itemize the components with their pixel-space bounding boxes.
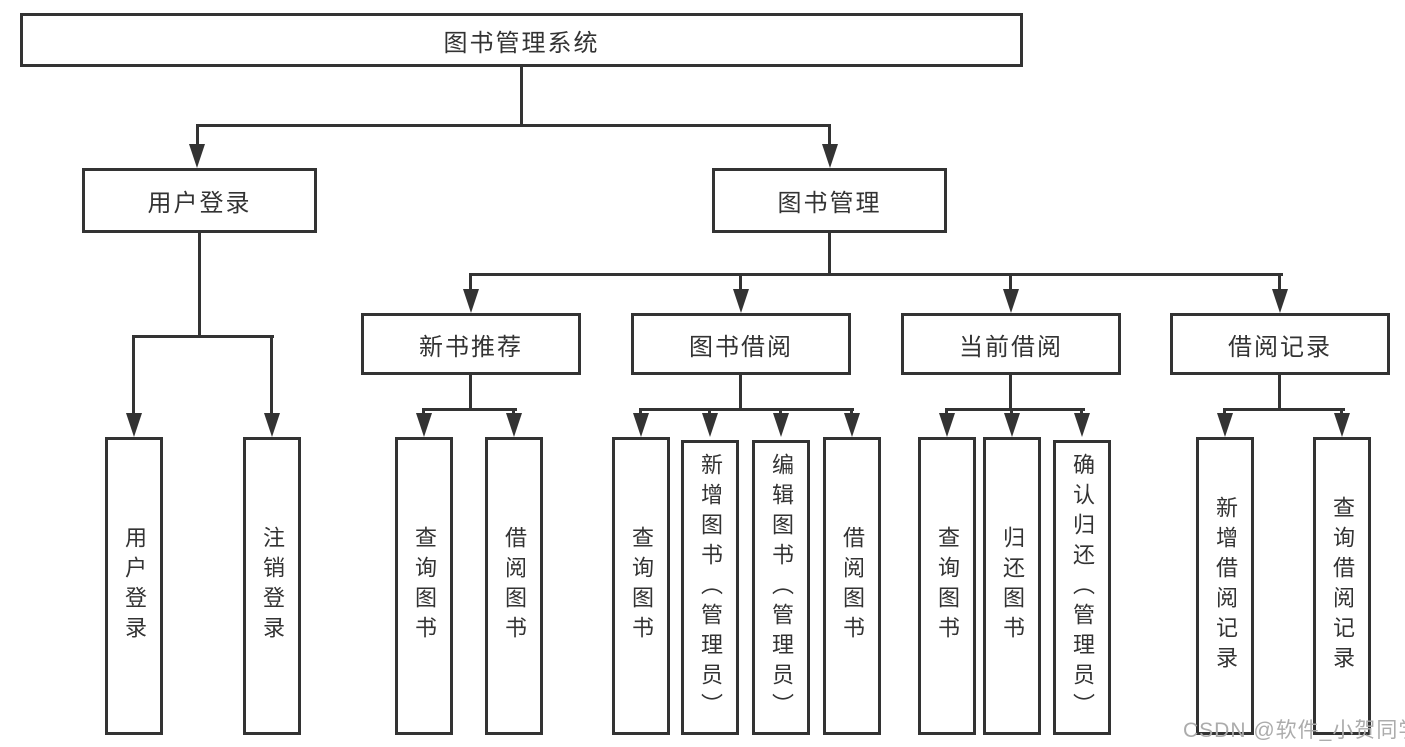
leaf-cb-return-book: 归还图书 — [983, 437, 1041, 735]
leaf-bb-add-book-admin-label: 新增图书（管理员） — [698, 452, 723, 723]
leaf-cb-confirm-return-admin: 确认归还（管理员） — [1053, 440, 1111, 735]
connector-leaf-logout-stem — [270, 335, 273, 415]
arrow-cb-child2 — [1004, 413, 1020, 437]
connector-borrow-stem — [739, 273, 742, 291]
connector-leaf-login-stem — [132, 335, 135, 415]
arrow-br-child2 — [1334, 413, 1350, 437]
node-new-book-rec: 新书推荐 — [361, 313, 581, 375]
arrow-bb-child3 — [773, 413, 789, 437]
arrow-to-borrow — [733, 289, 749, 313]
node-current-borrow-label: 当前借阅 — [959, 333, 1063, 361]
node-borrow-record-label: 借阅记录 — [1228, 333, 1332, 361]
node-book-mgmt-label: 图书管理 — [777, 190, 882, 217]
arrow-br-child1 — [1217, 413, 1233, 437]
connector-new-book-down — [469, 374, 472, 411]
connector-record-rail — [1224, 408, 1345, 411]
node-book-borrow-label: 图书借阅 — [689, 333, 793, 361]
arrow-bb-child1 — [633, 413, 649, 437]
leaf-br-add-record: 新增借阅记录 — [1196, 437, 1254, 735]
node-root-system-label: 图书管理系统 — [443, 29, 600, 57]
leaf-br-add-record-label: 新增借阅记录 — [1213, 496, 1238, 676]
connector-borrow-down — [739, 374, 742, 411]
arrow-cb-child1 — [939, 413, 955, 437]
connector-root-stem — [520, 66, 523, 126]
arrow-nb-child1 — [416, 413, 432, 437]
connector-current-rail — [946, 408, 1085, 411]
connector-record-stem — [1278, 273, 1281, 291]
leaf-nb-borrow-book: 借阅图书 — [485, 437, 543, 735]
connector-record-down — [1278, 374, 1281, 411]
node-user-login: 用户登录 — [82, 168, 317, 233]
connector-current-down — [1009, 374, 1012, 411]
arrow-to-leaf-logout — [264, 413, 280, 437]
node-book-mgmt: 图书管理 — [712, 168, 947, 233]
arrow-to-record — [1272, 289, 1288, 313]
leaf-cb-return-book-label: 归还图书 — [1000, 526, 1025, 646]
leaf-nb-query-book: 查询图书 — [395, 437, 453, 735]
csdn-watermark: CSDN @软件_小贺同学 — [1183, 719, 1405, 742]
leaf-bb-borrow-book-label: 借阅图书 — [840, 526, 865, 646]
connector-new-book-stem — [469, 273, 472, 291]
leaf-user-login-label: 用户登录 — [122, 526, 147, 646]
leaf-cb-query-book: 查询图书 — [918, 437, 976, 735]
leaf-nb-query-book-label: 查询图书 — [412, 526, 437, 646]
arrow-to-new-book — [463, 289, 479, 313]
leaf-cb-query-book-label: 查询图书 — [935, 526, 960, 646]
connector-book-mgmt-down — [828, 232, 831, 275]
connector-user-login-down — [198, 232, 201, 337]
leaf-logout: 注销登录 — [243, 437, 301, 735]
connector-current-stem — [1009, 273, 1012, 291]
arrow-cb-child3 — [1074, 413, 1090, 437]
node-borrow-record: 借阅记录 — [1170, 313, 1390, 375]
node-user-login-label: 用户登录 — [147, 190, 252, 217]
leaf-bb-edit-book-admin: 编辑图书（管理员） — [752, 440, 810, 735]
leaf-bb-query-book-label: 查询图书 — [629, 526, 654, 646]
arrow-to-book-mgmt — [822, 144, 838, 168]
connector-user-login-stem — [196, 124, 199, 146]
leaf-bb-borrow-book: 借阅图书 — [823, 437, 881, 735]
arrow-to-current — [1003, 289, 1019, 313]
arrow-to-leaf-login — [126, 413, 142, 437]
connector-user-login-rail — [133, 335, 274, 338]
connector-borrow-rail — [640, 408, 854, 411]
arrow-to-user-login — [189, 144, 205, 168]
leaf-br-query-record: 查询借阅记录 — [1313, 437, 1371, 735]
leaf-nb-borrow-book-label: 借阅图书 — [502, 526, 527, 646]
node-book-borrow: 图书借阅 — [631, 313, 851, 375]
leaf-br-query-record-label: 查询借阅记录 — [1330, 496, 1355, 676]
leaf-bb-edit-book-admin-label: 编辑图书（管理员） — [769, 452, 794, 723]
leaf-logout-label: 注销登录 — [260, 526, 285, 646]
connector-level3-rail — [470, 273, 1283, 276]
node-current-borrow: 当前借阅 — [901, 313, 1121, 375]
node-new-book-rec-label: 新书推荐 — [419, 333, 523, 361]
leaf-user-login: 用户登录 — [105, 437, 163, 735]
leaf-bb-add-book-admin: 新增图书（管理员） — [681, 440, 739, 735]
connector-book-mgmt-stem — [828, 124, 831, 146]
arrow-nb-child2 — [506, 413, 522, 437]
connector-level2-rail — [196, 124, 831, 127]
node-root-system: 图书管理系统 — [20, 13, 1023, 67]
connector-new-book-rail — [423, 408, 517, 411]
arrow-bb-child4 — [844, 413, 860, 437]
leaf-bb-query-book: 查询图书 — [612, 437, 670, 735]
arrow-bb-child2 — [702, 413, 718, 437]
leaf-cb-confirm-return-admin-label: 确认归还（管理员） — [1070, 452, 1095, 723]
